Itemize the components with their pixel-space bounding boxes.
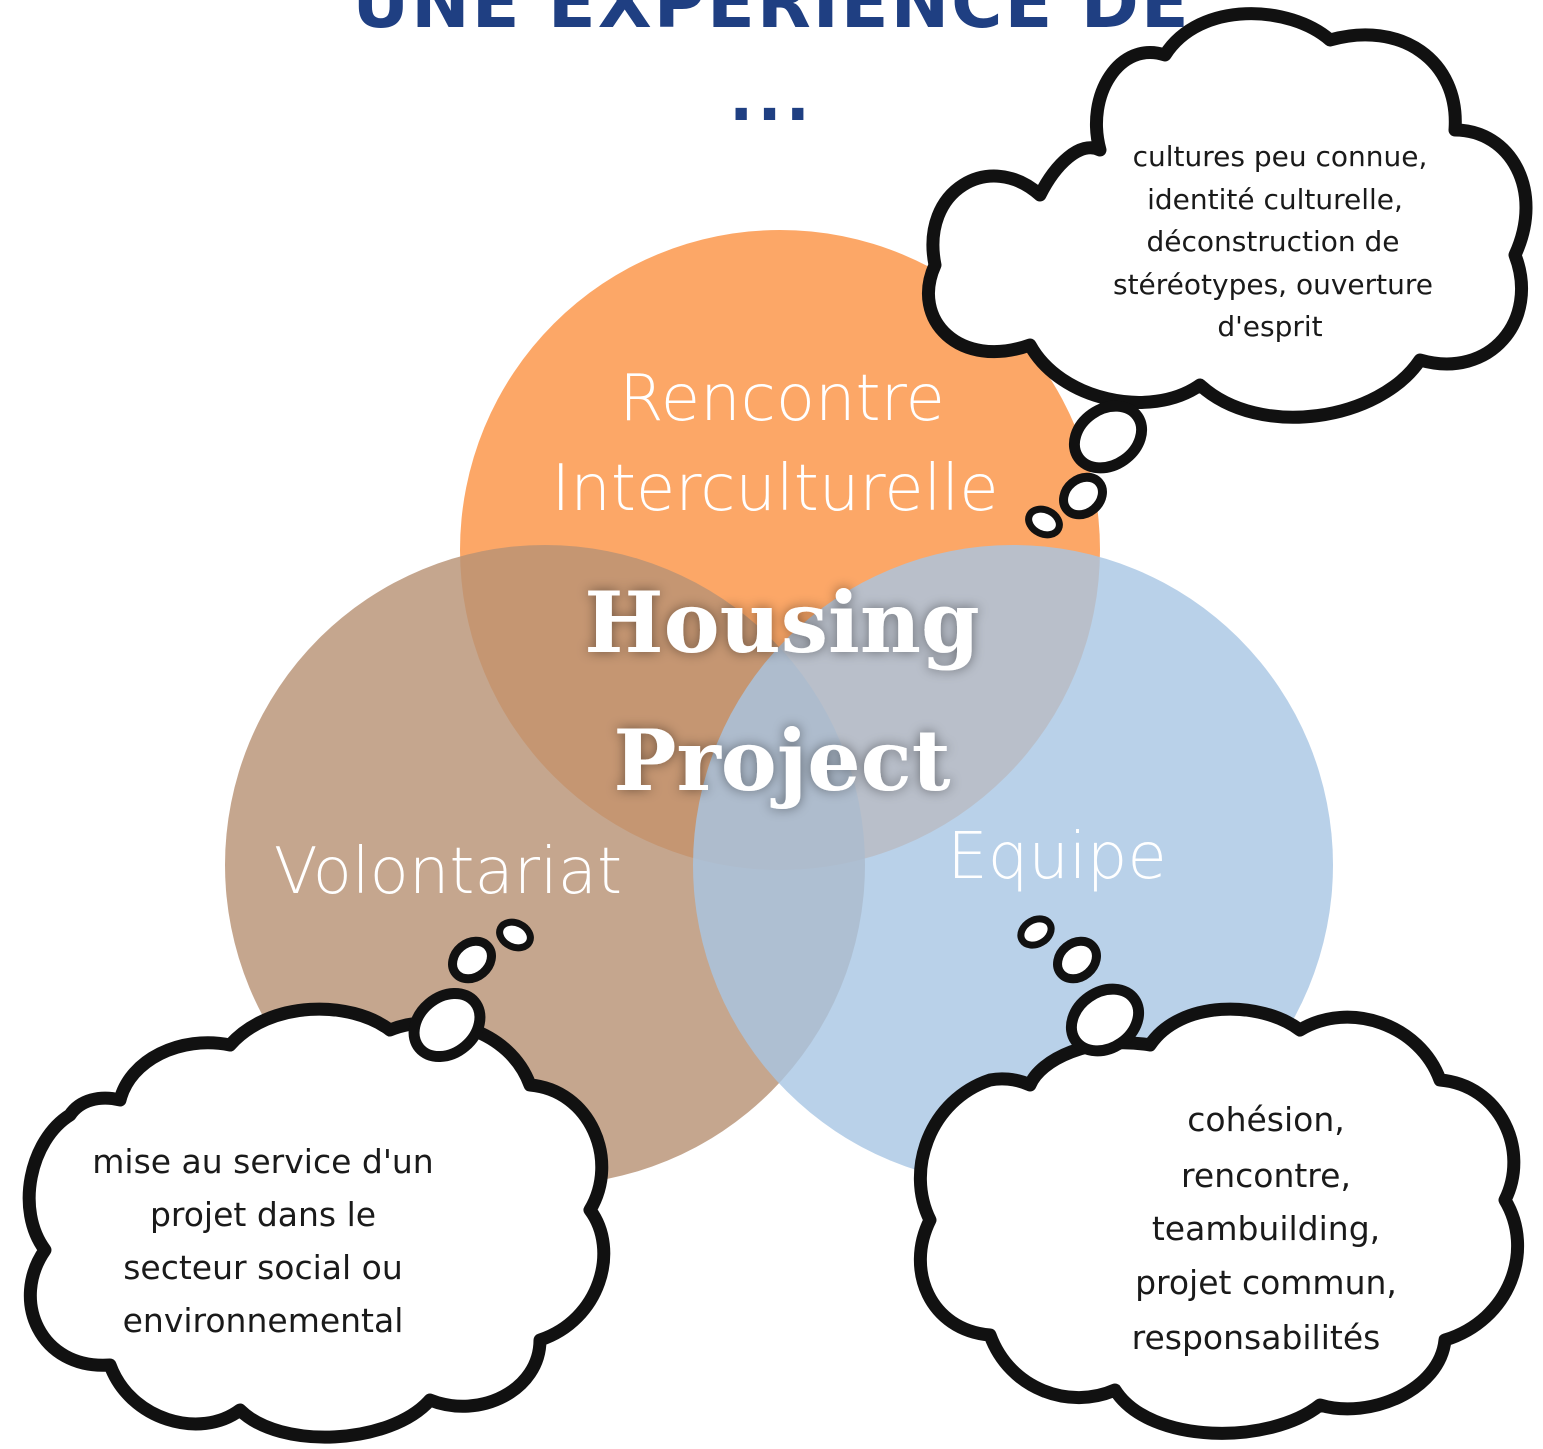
- cloud-intercultural-line1: cultures peu connue,: [1133, 140, 1428, 173]
- thought-bubble-large: [1068, 400, 1148, 474]
- thought-bubble-medium: [1053, 936, 1101, 984]
- center-label-line1: Housing: [584, 573, 979, 672]
- intercultural-label-line2: Interculturelle: [551, 452, 998, 526]
- thought-bubble-large: [1065, 983, 1145, 1057]
- cloud-intercultural-line4: stéréotypes, ouverture: [1113, 268, 1433, 301]
- heading-ellipsis: ...: [729, 62, 814, 136]
- cloud-equipe-line2: rencontre,: [1181, 1156, 1351, 1195]
- thought-bubble-small: [1017, 915, 1055, 949]
- cloud-equipe-line4: projet commun,: [1135, 1263, 1397, 1302]
- cloud-equipe-line3: teambuilding,: [1152, 1209, 1380, 1248]
- cloud-shape-volontariat: [22, 1002, 611, 1444]
- thought-cloud-equipe: cohésion, rencontre, teambuilding, proje…: [913, 915, 1525, 1440]
- cloud-intercultural-line5: d'esprit: [1217, 310, 1322, 343]
- heading-title: UNE EXPERIENCE DE: [352, 0, 1191, 44]
- thought-bubble-large: [408, 987, 486, 1063]
- cloud-shape-equipe: [913, 1002, 1525, 1440]
- center-label-line2: Project: [613, 711, 950, 810]
- cloud-volontariat-line1: mise au service d'un: [92, 1142, 433, 1181]
- equipe-label: Equipe: [947, 820, 1166, 894]
- thought-bubble-medium: [448, 936, 496, 984]
- cloud-intercultural-line3: déconstruction de: [1146, 225, 1399, 258]
- thought-bubble-small: [1025, 505, 1063, 539]
- thought-cloud-volontariat: mise au service d'un projet dans le sect…: [22, 918, 611, 1444]
- intercultural-label-line1: Rencontre: [619, 362, 945, 436]
- cloud-equipe-line1: cohésion,: [1187, 1100, 1345, 1139]
- thought-bubble-medium: [1059, 472, 1107, 520]
- cloud-equipe-line5: responsabilités: [1132, 1318, 1381, 1357]
- cloud-volontariat-line2: projet dans le: [150, 1195, 376, 1234]
- cloud-volontariat-line3: secteur social ou: [123, 1248, 403, 1287]
- thought-bubble-small: [496, 918, 534, 952]
- cloud-volontariat-line4: environnemental: [123, 1301, 404, 1340]
- thought-cloud-intercultural: cultures peu connue, identité culturelle…: [922, 7, 1533, 539]
- cloud-shape-intercultural: [922, 7, 1533, 424]
- cloud-intercultural-line2: identité culturelle,: [1147, 183, 1403, 216]
- volontariat-label: Volontariat: [274, 835, 622, 909]
